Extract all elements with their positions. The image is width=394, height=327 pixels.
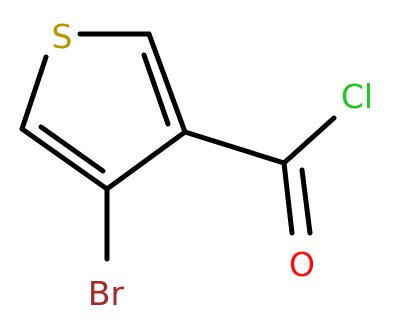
atom-labels-group: S Cl O Br [52, 17, 374, 313]
bond-c1-c2 [146, 31, 188, 135]
bond-c1-c2-inner [141, 52, 171, 127]
bond-c3-c4 [19, 126, 110, 192]
bond-c4-s [19, 54, 49, 132]
atom-label-oxygen: O [289, 245, 315, 284]
bond-c3-c4-inner [38, 124, 106, 174]
bond-c2-c5 [182, 129, 287, 166]
atom-label-sulfur: S [52, 17, 73, 56]
bond-c2-c3 [104, 129, 188, 192]
bond-c5-o [281, 160, 295, 236]
bond-c5-cl [281, 115, 337, 166]
atom-label-bromine: Br [88, 274, 125, 313]
bonds-group [19, 31, 337, 262]
atom-label-chlorine: Cl [341, 77, 373, 116]
bond-c5-o-second [299, 167, 313, 236]
